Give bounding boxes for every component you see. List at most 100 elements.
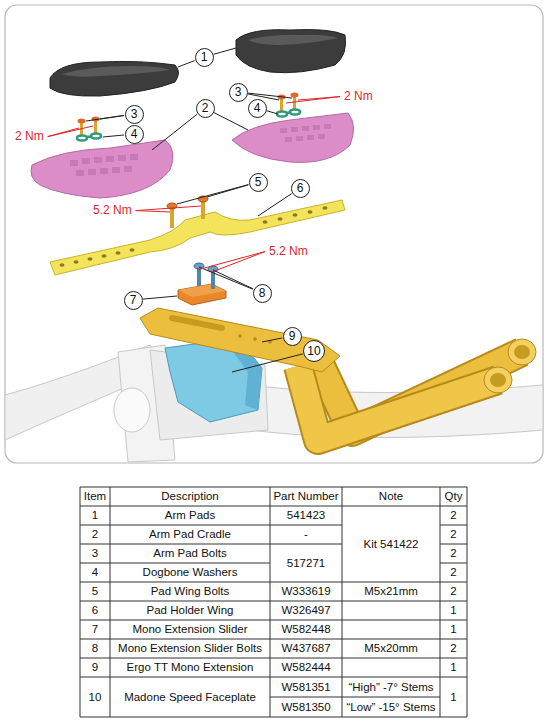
pad-holder-wing xyxy=(50,200,345,275)
table-cell: W581351 xyxy=(271,678,341,696)
dogbone-washers xyxy=(77,136,87,141)
pad-holder-wing xyxy=(293,213,298,217)
table-rule xyxy=(80,601,467,602)
table-rule xyxy=(80,487,467,488)
leader-line xyxy=(213,270,253,289)
table-text: Dogbone Washers xyxy=(143,566,238,579)
mono-extension-slider xyxy=(178,284,226,305)
table-text: W326497 xyxy=(281,604,330,617)
arm-pad-cradle xyxy=(285,137,292,142)
mono-extension-slider xyxy=(178,284,226,305)
table-text: W582444 xyxy=(281,661,330,674)
callout-circle: 3 xyxy=(229,83,248,102)
callout-number: 9 xyxy=(289,330,296,342)
table-cell: Description xyxy=(111,488,269,505)
table-rule xyxy=(270,697,440,698)
arm-pad-cradle xyxy=(31,140,173,198)
table-text: “Low” -15° Stems xyxy=(347,701,436,714)
table-cell: Kit 541422 xyxy=(343,507,439,581)
table-text: 541423 xyxy=(287,509,325,522)
table-text: Item xyxy=(84,490,106,503)
callout-circle: 4 xyxy=(125,125,144,144)
table-text: Description xyxy=(161,490,219,503)
table-cell: Part Number xyxy=(271,488,341,505)
table-cell: 1 xyxy=(441,602,466,619)
leader-line xyxy=(48,126,93,137)
callout-number: 7 xyxy=(130,294,137,306)
callout-circle: 8 xyxy=(253,284,272,303)
torque-label: 5.2 Nm xyxy=(92,204,133,217)
arm-pads xyxy=(50,61,179,96)
mono-extension xyxy=(172,318,222,328)
arm-pad-bolts xyxy=(291,93,299,98)
table-rule xyxy=(80,506,467,507)
arm-pad-cradle xyxy=(313,125,320,130)
mono-extension xyxy=(140,308,536,440)
table-text: W582448 xyxy=(281,623,330,636)
table-text: 4 xyxy=(92,566,98,579)
dogbone-washers xyxy=(290,110,300,115)
table-rule xyxy=(80,525,342,526)
callout-circle: 3 xyxy=(125,105,144,124)
pad-holder-wing xyxy=(116,251,121,255)
table-text: 2 xyxy=(450,547,456,560)
mono-extension xyxy=(140,308,340,372)
table-rule xyxy=(110,487,111,717)
leader-line xyxy=(267,111,278,114)
table-rule xyxy=(80,563,270,564)
arm-pads xyxy=(50,30,346,97)
arm-pad-cradle xyxy=(318,134,325,139)
leader-line xyxy=(248,93,292,98)
table-rule xyxy=(440,544,467,545)
table-text: 1 xyxy=(450,661,456,674)
table-cell: 1 xyxy=(441,678,466,716)
table-text: W581350 xyxy=(281,701,330,714)
table-cell: “Low” -15° Stems xyxy=(343,698,439,716)
table-cell: - xyxy=(271,526,341,543)
table-text: 2 xyxy=(92,528,98,541)
table-text: 3 xyxy=(92,547,98,560)
table-text: 1 xyxy=(450,604,456,617)
mono-extension xyxy=(484,367,512,393)
arm-pad-cradle xyxy=(88,169,96,175)
mono-extension xyxy=(514,345,530,359)
leader-line xyxy=(136,206,201,211)
pad-holder-wing xyxy=(263,220,268,224)
callout-circle: 9 xyxy=(283,327,302,346)
table-cell: 8 xyxy=(81,640,109,657)
pad-holder-wing xyxy=(278,217,283,221)
leader-line xyxy=(103,135,124,137)
mono-extension-slider xyxy=(178,284,226,297)
slider-bolts xyxy=(194,263,218,289)
table-cell: 7 xyxy=(81,621,109,638)
table-rule xyxy=(80,487,81,717)
arm-pads xyxy=(236,30,346,73)
table-text: Kit 541422 xyxy=(364,538,419,551)
leader-line xyxy=(136,211,170,212)
table-rule xyxy=(270,487,271,717)
leader-line xyxy=(258,194,292,216)
table-text: 2 xyxy=(450,566,456,579)
arm-pad-cradle xyxy=(130,154,138,160)
table-text: 7 xyxy=(92,623,98,636)
table-cell: Pad Holder Wing xyxy=(111,602,269,619)
arm-pad-cradle xyxy=(31,113,354,198)
table-rule xyxy=(342,487,343,717)
arm-pad-cradle xyxy=(280,128,287,133)
arm-pad-bolts xyxy=(78,119,86,124)
dogbone-washers xyxy=(91,134,101,139)
frame-border xyxy=(5,5,543,463)
table-text: 5 xyxy=(92,585,98,598)
arm-pad-cradle xyxy=(118,155,126,161)
callout-number: 4 xyxy=(131,128,138,140)
table-cell: Dogbone Washers xyxy=(111,564,269,581)
table-cell: Arm Pad Cradle xyxy=(111,526,269,543)
leader-line xyxy=(199,267,253,289)
table-text: Madone Speed Faceplate xyxy=(124,691,256,704)
callout-circle: 4 xyxy=(248,99,267,118)
table-cell: 2 xyxy=(441,526,466,543)
leader-line xyxy=(178,61,195,67)
bike-frame xyxy=(5,345,543,462)
table-cell: Item xyxy=(81,488,109,505)
dogbone-washers xyxy=(277,112,287,117)
